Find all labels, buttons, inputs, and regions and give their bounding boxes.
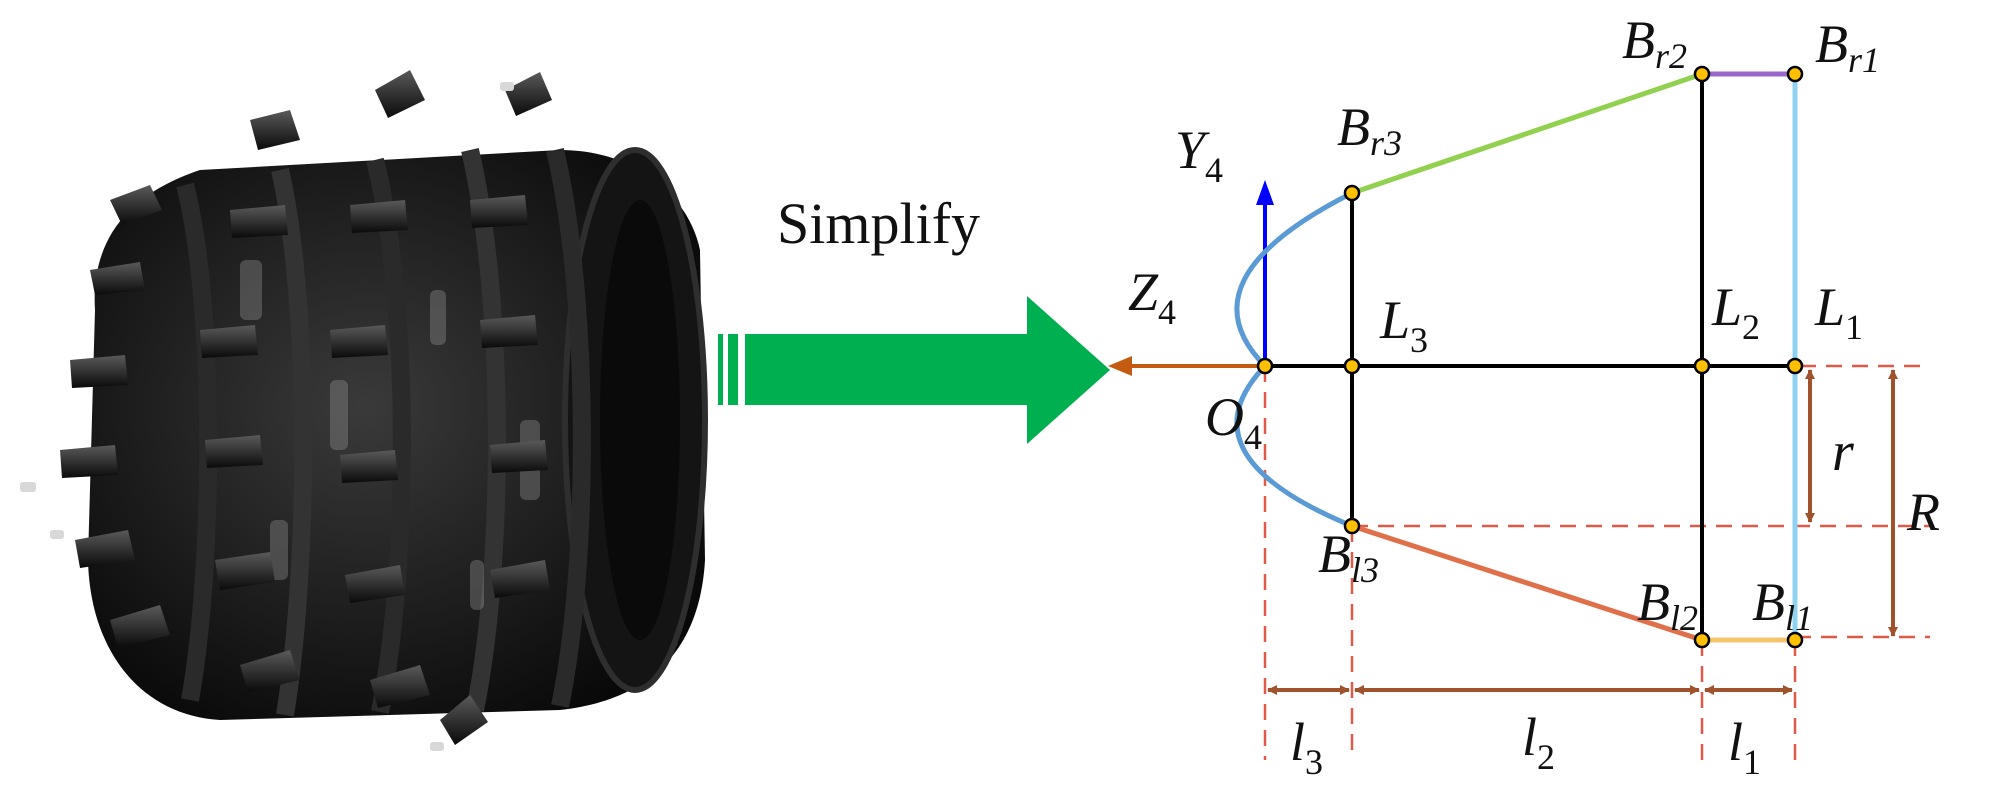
node-br2 (1693, 65, 1711, 83)
label-l2: l2 (1522, 707, 1555, 777)
diagram-labels: Y4 Z4 O4 Br3 Br2 Br1 Bl3 Bl2 (1128, 10, 1940, 782)
simplify-arrow-group: Simplify (718, 191, 1110, 444)
node-br1 (1786, 65, 1804, 83)
drum-highlights (240, 260, 540, 610)
label-l3: l3 (1290, 712, 1323, 782)
label-r: r (1832, 421, 1854, 483)
label-y4: Y4 (1175, 120, 1223, 190)
simplify-caption: Simplify (777, 191, 980, 256)
cutting-picks (60, 70, 552, 745)
node-l2 (1693, 357, 1711, 375)
drum-end-inner (600, 200, 680, 640)
cutting-drum-illustration (20, 70, 708, 751)
arrow-stripe-1 (718, 334, 723, 405)
node-bl3 (1343, 517, 1361, 535)
simplified-diagram: Y4 Z4 O4 Br3 Br2 Br1 Bl3 Bl2 (1108, 10, 1940, 782)
label-o4: O4 (1205, 387, 1262, 457)
lower-cone-segment (1351, 523, 1703, 643)
label-bl3: Bl3 (1318, 524, 1379, 590)
head-curve (1234, 190, 1354, 529)
pick-tips (20, 82, 514, 751)
label-L3: L3 (1379, 290, 1428, 360)
dashed-guides (1263, 364, 1930, 760)
node-o4 (1256, 357, 1274, 375)
label-z4: Z4 (1128, 262, 1176, 332)
label-bl2: Bl2 (1637, 572, 1698, 638)
node-bl2 (1693, 631, 1711, 649)
label-R: R (1906, 482, 1940, 542)
node-br3 (1343, 184, 1361, 202)
z4-arrowhead (1108, 356, 1132, 376)
y4-arrowhead (1256, 180, 1274, 205)
nodes (1256, 65, 1804, 649)
label-l1: l1 (1728, 712, 1761, 782)
arrow-stripe-2 (728, 334, 738, 405)
upper-cone-segment (1351, 71, 1703, 196)
simplify-arrow (745, 296, 1110, 444)
label-br3: Br3 (1337, 97, 1402, 163)
label-L2: L2 (1711, 277, 1760, 347)
label-br1: Br1 (1815, 14, 1880, 80)
node-bl1 (1786, 631, 1804, 649)
node-l1 (1786, 357, 1804, 375)
label-bl1: Bl1 (1752, 572, 1813, 638)
node-l3 (1343, 357, 1361, 375)
label-br2: Br2 (1622, 10, 1687, 76)
label-L1: L1 (1814, 277, 1863, 347)
